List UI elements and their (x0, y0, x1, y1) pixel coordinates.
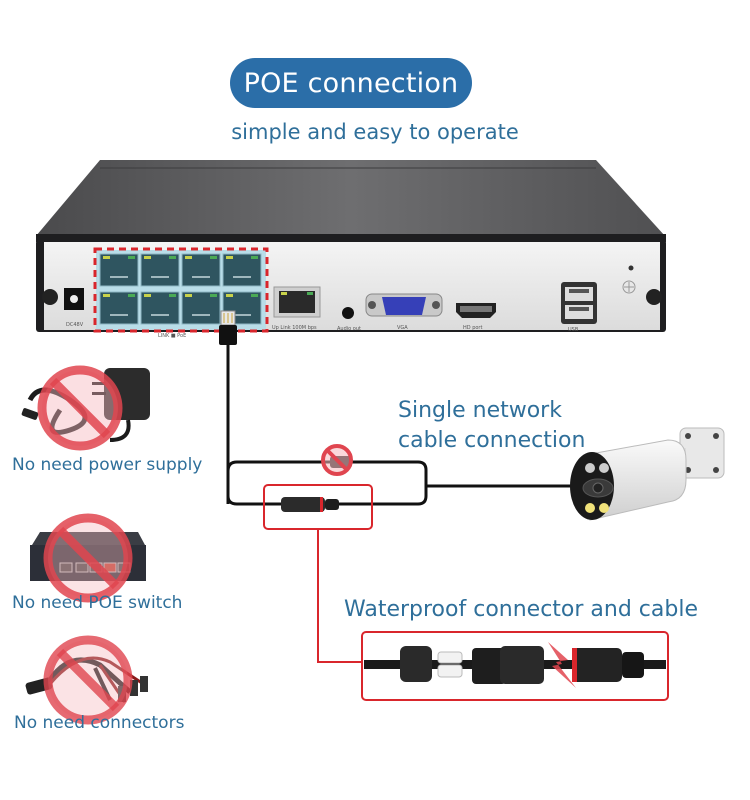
vga-port (382, 297, 426, 315)
poe-port (181, 253, 221, 287)
rj45-plug-icon (219, 310, 237, 345)
power-adapter-prohibited (21, 365, 150, 451)
poe-port (222, 291, 262, 325)
label-audio-out: Audio out (337, 326, 361, 332)
label-usb: USB (568, 327, 579, 333)
label-dc-in: DC48V (66, 322, 84, 328)
single-cable-callout: Single network cable connection (398, 396, 585, 456)
poe-port (222, 253, 262, 287)
sealing-nut (400, 646, 432, 682)
uplink-port (279, 291, 315, 313)
dc-connector-prohibited (321, 444, 353, 476)
rubber-seal (437, 664, 463, 678)
caption-no-power-supply: No need power supply (12, 455, 203, 475)
caption-no-connectors: No need connectors (14, 713, 185, 733)
bullet-camera (570, 427, 725, 521)
connector-housing (500, 646, 544, 684)
poe-ports-highlight (93, 247, 269, 333)
waterproof-callout: Waterproof connector and cable (344, 597, 698, 622)
label-vga: VGA (397, 325, 408, 331)
nvr-recorder (36, 160, 666, 333)
label-hdmi: HD port (463, 325, 482, 331)
nvr-top-cover (36, 160, 665, 236)
title-badge: POE connection (230, 58, 472, 108)
screw-icon (42, 289, 58, 305)
subtitle: simple and easy to operate (231, 120, 519, 144)
waterproof-connector-detail (361, 631, 669, 701)
single-cable-line-2: cable connection (398, 428, 586, 453)
poe-port (99, 253, 139, 287)
callout-leader-line (317, 529, 362, 663)
poe-port (181, 291, 221, 325)
camera-side-connector (572, 648, 622, 682)
poe-port (99, 291, 139, 325)
poe-port (140, 253, 180, 287)
caption-no-poe-switch: No need POE switch (12, 593, 183, 613)
network-cable (226, 345, 575, 506)
label-uplink: Up Link 100M bps (272, 325, 317, 331)
splitter-cable-prohibited (25, 635, 148, 725)
poe-switch-prohibited (30, 513, 146, 603)
poe-ports (99, 253, 262, 325)
single-cable-line-1: Single network (398, 398, 562, 423)
title-text: POE connection (243, 67, 459, 99)
poe-port (140, 291, 180, 325)
waterproof-connector-small (263, 484, 373, 530)
screw-icon (646, 289, 662, 305)
label-poe-ports: LINK ■ PoE (158, 333, 186, 339)
audio-out-jack (342, 307, 354, 319)
